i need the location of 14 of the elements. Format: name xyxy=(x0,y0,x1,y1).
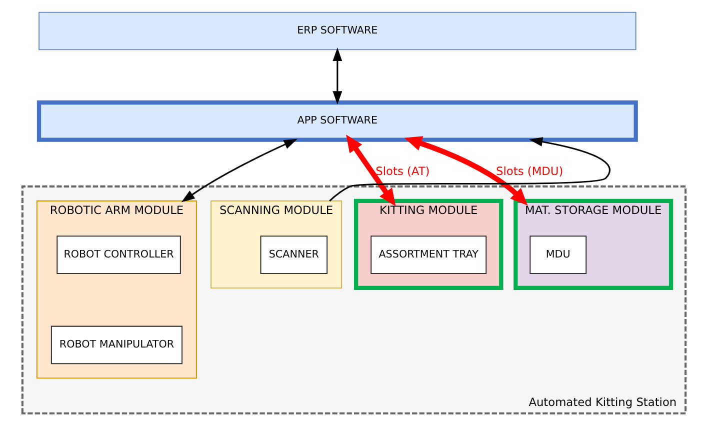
edge-label: Slots (MDU) xyxy=(496,164,564,178)
node-box: ERP SOFTWARE xyxy=(38,12,636,50)
edge-label: Slots (AT) xyxy=(376,164,430,178)
node-box: APP SOFTWARE xyxy=(36,100,638,142)
arrow xyxy=(329,137,610,202)
arrow xyxy=(181,138,298,202)
node-box: ASSORTMENT TRAY xyxy=(370,236,487,274)
node-box: MDU xyxy=(530,236,587,274)
node-box: SCANNER xyxy=(260,236,328,274)
arrow xyxy=(404,136,528,206)
node-box: ROBOT CONTROLLER xyxy=(56,236,181,274)
arrow xyxy=(332,48,342,105)
node-box: ROBOT MANIPULATOR xyxy=(50,326,183,364)
arrow xyxy=(346,134,396,206)
